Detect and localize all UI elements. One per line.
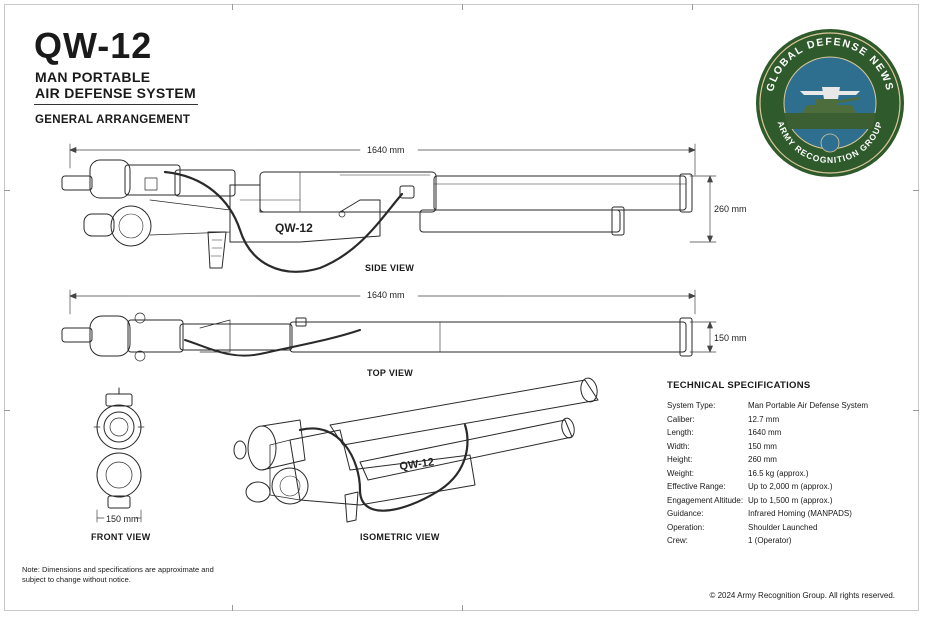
side-height-dimension bbox=[689, 175, 717, 243]
front-view-label: FRONT VIEW bbox=[91, 532, 151, 542]
spec-key: Engagement Altitude: bbox=[667, 495, 744, 505]
top-length-label: 1640 mm bbox=[367, 290, 405, 300]
spec-value: 16.5 kg (approx.) bbox=[748, 468, 809, 478]
border-tick bbox=[232, 4, 233, 10]
specs-title: TECHNICAL SPECIFICATIONS bbox=[667, 380, 811, 391]
spec-value: Infrared Homing (MANPADS) bbox=[748, 509, 852, 518]
spec-value: 1 (Operator) bbox=[748, 536, 792, 545]
border-tick bbox=[913, 190, 919, 191]
spec-row: Engagement Altitude: Up to 1,500 m (appro… bbox=[667, 494, 907, 508]
spec-row: Length: 1640 mm bbox=[667, 426, 907, 440]
spec-row: Caliber: 12.7 mm bbox=[667, 413, 907, 427]
copyright-text: © 2024 Army Recognition Group. All right… bbox=[709, 591, 895, 600]
top-view-drawing bbox=[61, 289, 717, 362]
spec-key: Guidance: bbox=[667, 509, 704, 518]
technical-specifications-panel: TECHNICAL SPECIFICATIONS System Type: Man… bbox=[667, 380, 907, 548]
border-tick bbox=[4, 410, 10, 411]
spec-key: System Type: bbox=[667, 401, 716, 410]
border-tick bbox=[4, 190, 10, 191]
spec-key: Operation: bbox=[667, 522, 705, 532]
disclaimer-note: Note: Dimensions and specifications are … bbox=[22, 565, 252, 585]
spec-row: Crew: 1 (Operator) bbox=[667, 534, 907, 548]
spec-value: Up to 1,500 m (approx.) bbox=[748, 495, 833, 505]
spec-row: Effective Range: Up to 2,000 m (approx.) bbox=[667, 480, 907, 494]
spec-value: Shoulder Launched bbox=[748, 522, 818, 532]
spec-value: Man Portable Air Defense System bbox=[748, 401, 869, 410]
spec-row: Operation: Shoulder Launched bbox=[667, 521, 907, 535]
global-defense-news-logo: GLOBAL DEFENSE NEWS ARMY RECOGNITION GRO… bbox=[756, 29, 904, 177]
top-width-dimension bbox=[689, 321, 717, 353]
drawing-sheet-border bbox=[4, 4, 919, 611]
top-view-label: TOP VIEW bbox=[367, 368, 414, 378]
front-view-drawing bbox=[93, 387, 145, 523]
page-title: QW-12 bbox=[34, 25, 153, 66]
spec-value: 260 mm bbox=[748, 455, 777, 464]
spec-row: Guidance: Infrared Homing (MANPADS) bbox=[667, 507, 907, 521]
spec-key: Effective Range: bbox=[667, 482, 726, 491]
side-view-drawing: QW-12 bbox=[61, 143, 717, 273]
isometric-view-drawing: QW-12 bbox=[233, 377, 599, 523]
spec-key: Crew: bbox=[667, 536, 688, 545]
iso-view-body-text: QW-12 bbox=[399, 456, 435, 473]
spec-row: Weight: 16.5 kg (approx.) bbox=[667, 467, 907, 481]
border-tick bbox=[462, 4, 463, 10]
side-length-label: 1640 mm bbox=[367, 145, 405, 155]
page-subtitle-line1: MAN PORTABLE bbox=[35, 69, 151, 85]
border-tick bbox=[913, 410, 919, 411]
spec-value: 12.7 mm bbox=[748, 414, 780, 424]
spec-value: 1640 mm bbox=[748, 428, 782, 437]
specs-table: System Type: Man Portable Air Defense Sys… bbox=[667, 399, 907, 548]
section-heading: GENERAL ARRANGEMENT bbox=[35, 114, 191, 126]
spec-row: System Type: Man Portable Air Defense Sys… bbox=[667, 399, 907, 413]
top-length-dimension bbox=[69, 289, 696, 315]
spec-row: Width: 150 mm bbox=[667, 440, 907, 454]
spec-key: Length: bbox=[667, 428, 694, 437]
spec-key: Height: bbox=[667, 455, 693, 464]
border-tick bbox=[462, 605, 463, 611]
spec-key: Width: bbox=[667, 441, 690, 451]
top-width-label: 150 mm bbox=[714, 333, 747, 343]
side-view-body-text: QW-12 bbox=[275, 221, 313, 235]
front-width-dimension bbox=[96, 509, 142, 523]
spec-value: Up to 2,000 m (approx.) bbox=[748, 482, 833, 491]
side-view-label: SIDE VIEW bbox=[365, 263, 415, 273]
title-divider bbox=[34, 104, 198, 105]
page-subtitle-line2: AIR DEFENSE SYSTEM bbox=[35, 85, 196, 101]
side-height-label: 260 mm bbox=[714, 204, 747, 214]
side-length-dimension bbox=[69, 143, 696, 176]
spec-key: Weight: bbox=[667, 468, 694, 478]
spec-key: Caliber: bbox=[667, 414, 695, 424]
border-tick bbox=[232, 605, 233, 611]
spec-value: 150 mm bbox=[748, 441, 777, 451]
front-width-label: 150 mm bbox=[106, 514, 139, 524]
spec-row: Height: 260 mm bbox=[667, 453, 907, 467]
isometric-view-label: ISOMETRIC VIEW bbox=[360, 532, 440, 542]
note-line: Note: Dimensions and specifications are … bbox=[22, 565, 214, 574]
border-tick bbox=[692, 4, 693, 10]
note-line: subject to change without notice. bbox=[22, 575, 131, 584]
